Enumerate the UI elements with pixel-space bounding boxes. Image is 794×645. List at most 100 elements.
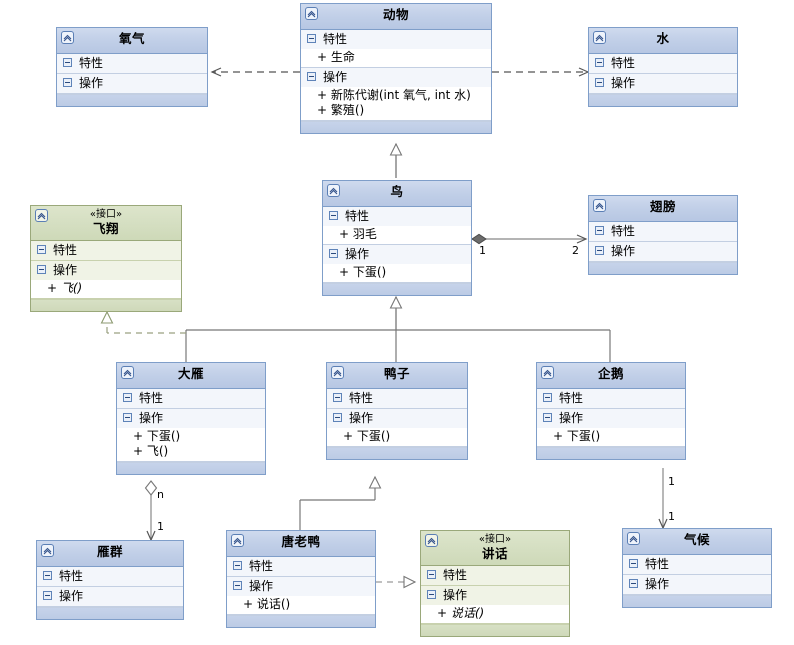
attributes-compartment[interactable]: 特性 <box>623 555 771 575</box>
attributes-compartment[interactable]: 特性 <box>117 389 265 409</box>
operations-compartment[interactable]: 操作 + 说话() <box>227 577 375 615</box>
collapse-box-icon[interactable] <box>233 581 242 590</box>
collapse-box-icon[interactable] <box>629 579 638 588</box>
collapse-box-icon[interactable] <box>123 413 132 422</box>
attributes-label: 特性 <box>589 54 737 73</box>
class-node-wings[interactable]: 翅膀 特性 操作 <box>588 195 738 275</box>
class-node-goose[interactable]: 大雁 特性 操作 + 下蛋() + 飞() <box>116 362 266 475</box>
attributes-compartment[interactable]: 特性 <box>589 54 737 74</box>
attributes-compartment[interactable]: 特性 <box>227 557 375 577</box>
collapse-box-icon[interactable] <box>63 58 72 67</box>
collapse-box-icon[interactable] <box>43 571 52 580</box>
class-header: «接口» 讲话 <box>421 531 569 566</box>
collapse-box-icon[interactable] <box>307 72 316 81</box>
operations-list: + 下蛋() + 飞() <box>117 428 265 461</box>
attributes-list: + 羽毛 <box>323 226 471 244</box>
operations-label: 操作 <box>589 242 737 261</box>
attributes-compartment[interactable]: 特性 <box>37 567 183 587</box>
attributes-compartment[interactable]: 特性 + 羽毛 <box>323 207 471 245</box>
interface-node-fly[interactable]: «接口» 飞翔 特性 操作 + 飞() <box>30 205 182 312</box>
operations-compartment[interactable]: 操作 + 下蛋() + 飞() <box>117 409 265 462</box>
attributes-compartment[interactable]: 特性 <box>537 389 685 409</box>
collapse-box-icon[interactable] <box>307 34 316 43</box>
operations-compartment[interactable]: 操作 + 下蛋() <box>327 409 467 447</box>
collapse-box-icon[interactable] <box>333 413 342 422</box>
class-name: 唐老鸭 <box>281 534 321 549</box>
edge-label-penguin-climate-target: 1 <box>668 510 675 523</box>
collapse-box-icon[interactable] <box>43 591 52 600</box>
attributes-compartment[interactable]: 特性 <box>31 241 181 261</box>
collapse-box-icon[interactable] <box>629 559 638 568</box>
operations-compartment[interactable]: 操作 + 说话() <box>421 586 569 624</box>
attributes-label: 特性 <box>37 567 183 586</box>
attributes-compartment[interactable]: 特性 <box>57 54 207 74</box>
collapse-box-icon[interactable] <box>595 78 604 87</box>
edge-label-bird-wings-target: 2 <box>572 244 579 257</box>
operations-compartment[interactable]: 操作 <box>623 575 771 595</box>
attributes-label: 特性 <box>301 30 491 49</box>
collapse-box-icon[interactable] <box>595 58 604 67</box>
operations-compartment[interactable]: 操作 + 下蛋() <box>537 409 685 447</box>
operations-compartment[interactable]: 操作 <box>589 74 737 94</box>
attributes-compartment[interactable]: 特性 <box>589 222 737 242</box>
class-node-bird[interactable]: 鸟 特性 + 羽毛 操作 + 下蛋() <box>322 180 472 296</box>
class-node-animal[interactable]: 动物 特性 + 生命 操作 + 新陈代谢(int 氧气, int 水) + 繁殖… <box>300 3 492 134</box>
class-icon <box>425 534 438 547</box>
class-node-duck[interactable]: 鸭子 特性 操作 + 下蛋() <box>326 362 468 460</box>
attributes-label-text: 特性 <box>249 559 274 573</box>
collapse-box-icon[interactable] <box>427 570 436 579</box>
class-icon <box>61 31 74 44</box>
collapse-box-icon[interactable] <box>543 413 552 422</box>
attributes-compartment[interactable]: 特性 + 生命 <box>301 30 491 68</box>
collapse-box-icon[interactable] <box>37 245 46 254</box>
operation-item: + 说话() <box>437 606 485 620</box>
class-footer <box>117 462 265 474</box>
interface-node-speak[interactable]: «接口» 讲话 特性 操作 + 说话() <box>420 530 570 637</box>
operations-compartment[interactable]: 操作 <box>57 74 207 94</box>
collapse-box-icon[interactable] <box>329 211 338 220</box>
operations-label: 操作 <box>57 74 207 93</box>
operations-compartment[interactable]: 操作 + 飞() <box>31 261 181 299</box>
class-node-penguin[interactable]: 企鹅 特性 操作 + 下蛋() <box>536 362 686 460</box>
class-header: 雁群 <box>37 541 183 567</box>
collapse-box-icon[interactable] <box>233 561 242 570</box>
collapse-box-icon[interactable] <box>63 78 72 87</box>
class-header: 翅膀 <box>589 196 737 222</box>
collapse-box-icon[interactable] <box>123 393 132 402</box>
collapse-box-icon[interactable] <box>37 265 46 274</box>
operations-compartment[interactable]: 操作 + 下蛋() <box>323 245 471 283</box>
class-name: 飞翔 <box>92 221 119 236</box>
operations-compartment[interactable]: 操作 <box>589 242 737 262</box>
collapse-box-icon[interactable] <box>595 226 604 235</box>
operations-label: 操作 <box>537 409 685 428</box>
class-header: 动物 <box>301 4 491 30</box>
collapse-box-icon[interactable] <box>595 246 604 255</box>
class-node-water[interactable]: 水 特性 操作 <box>588 27 738 107</box>
operations-label-text: 操作 <box>559 411 584 425</box>
class-footer <box>57 94 207 106</box>
class-icon <box>593 31 606 44</box>
attributes-compartment[interactable]: 特性 <box>421 566 569 586</box>
operations-label-text: 操作 <box>443 588 468 602</box>
operations-compartment[interactable]: 操作 <box>37 587 183 607</box>
class-node-climate[interactable]: 气候 特性 操作 <box>622 528 772 608</box>
class-footer <box>589 262 737 274</box>
operations-list: + 说话() <box>421 605 569 623</box>
class-node-flock[interactable]: 雁群 特性 操作 <box>36 540 184 620</box>
class-footer <box>421 624 569 636</box>
class-node-donald[interactable]: 唐老鸭 特性 操作 + 说话() <box>226 530 376 628</box>
collapse-box-icon[interactable] <box>329 249 338 258</box>
class-header: 鸟 <box>323 181 471 207</box>
edge-birds-inheritance-bus <box>185 295 611 362</box>
collapse-box-icon[interactable] <box>543 393 552 402</box>
operations-compartment[interactable]: 操作 + 新陈代谢(int 氧气, int 水) + 繁殖() <box>301 68 491 121</box>
operation-item: + 下蛋() <box>343 429 391 443</box>
collapse-box-icon[interactable] <box>427 590 436 599</box>
attributes-label-text: 特性 <box>443 568 468 582</box>
class-node-oxygen[interactable]: 氧气 特性 操作 <box>56 27 208 107</box>
class-icon <box>35 209 48 222</box>
attributes-compartment[interactable]: 特性 <box>327 389 467 409</box>
collapse-box-icon[interactable] <box>333 393 342 402</box>
operations-label-text: 操作 <box>323 70 348 84</box>
